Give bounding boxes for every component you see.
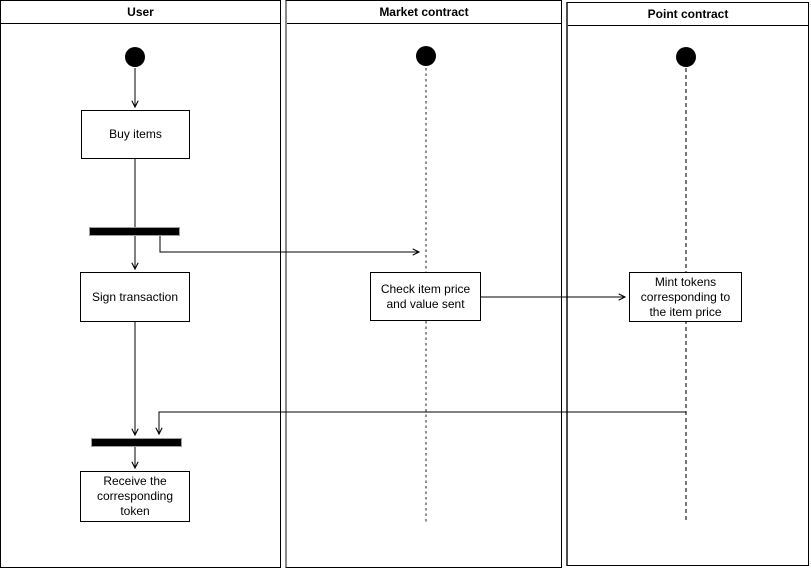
swimlane-market-contract: Market contract <box>285 0 562 568</box>
activity-buy-items: Buy items <box>81 110 190 159</box>
initial-node-point <box>676 47 696 67</box>
swimlane-user-header: User <box>1 1 280 24</box>
activity-mint-tokens: Mint tokens corresponding to the item pr… <box>629 272 742 322</box>
join-bar <box>91 438 182 447</box>
swimlane-user-title: User <box>127 5 154 19</box>
swimlane-user: User <box>0 0 281 568</box>
initial-node-market <box>416 46 436 66</box>
swimlane-point-contract-title: Point contract <box>647 7 729 21</box>
swimlane-point-contract-header: Point contract <box>568 3 808 26</box>
swimlane-market-contract-header: Market contract <box>287 1 561 24</box>
fork-bar <box>89 227 180 236</box>
swimlane-market-contract-title: Market contract <box>379 5 469 19</box>
swimlane-point-contract: Point contract <box>566 2 809 566</box>
activity-sign-transaction: Sign transaction <box>80 272 190 322</box>
activity-receive-token: Receive the corresponding token <box>80 471 190 522</box>
initial-node-user <box>125 47 145 67</box>
activity-check-item-price: Check item price and value sent <box>370 272 481 321</box>
